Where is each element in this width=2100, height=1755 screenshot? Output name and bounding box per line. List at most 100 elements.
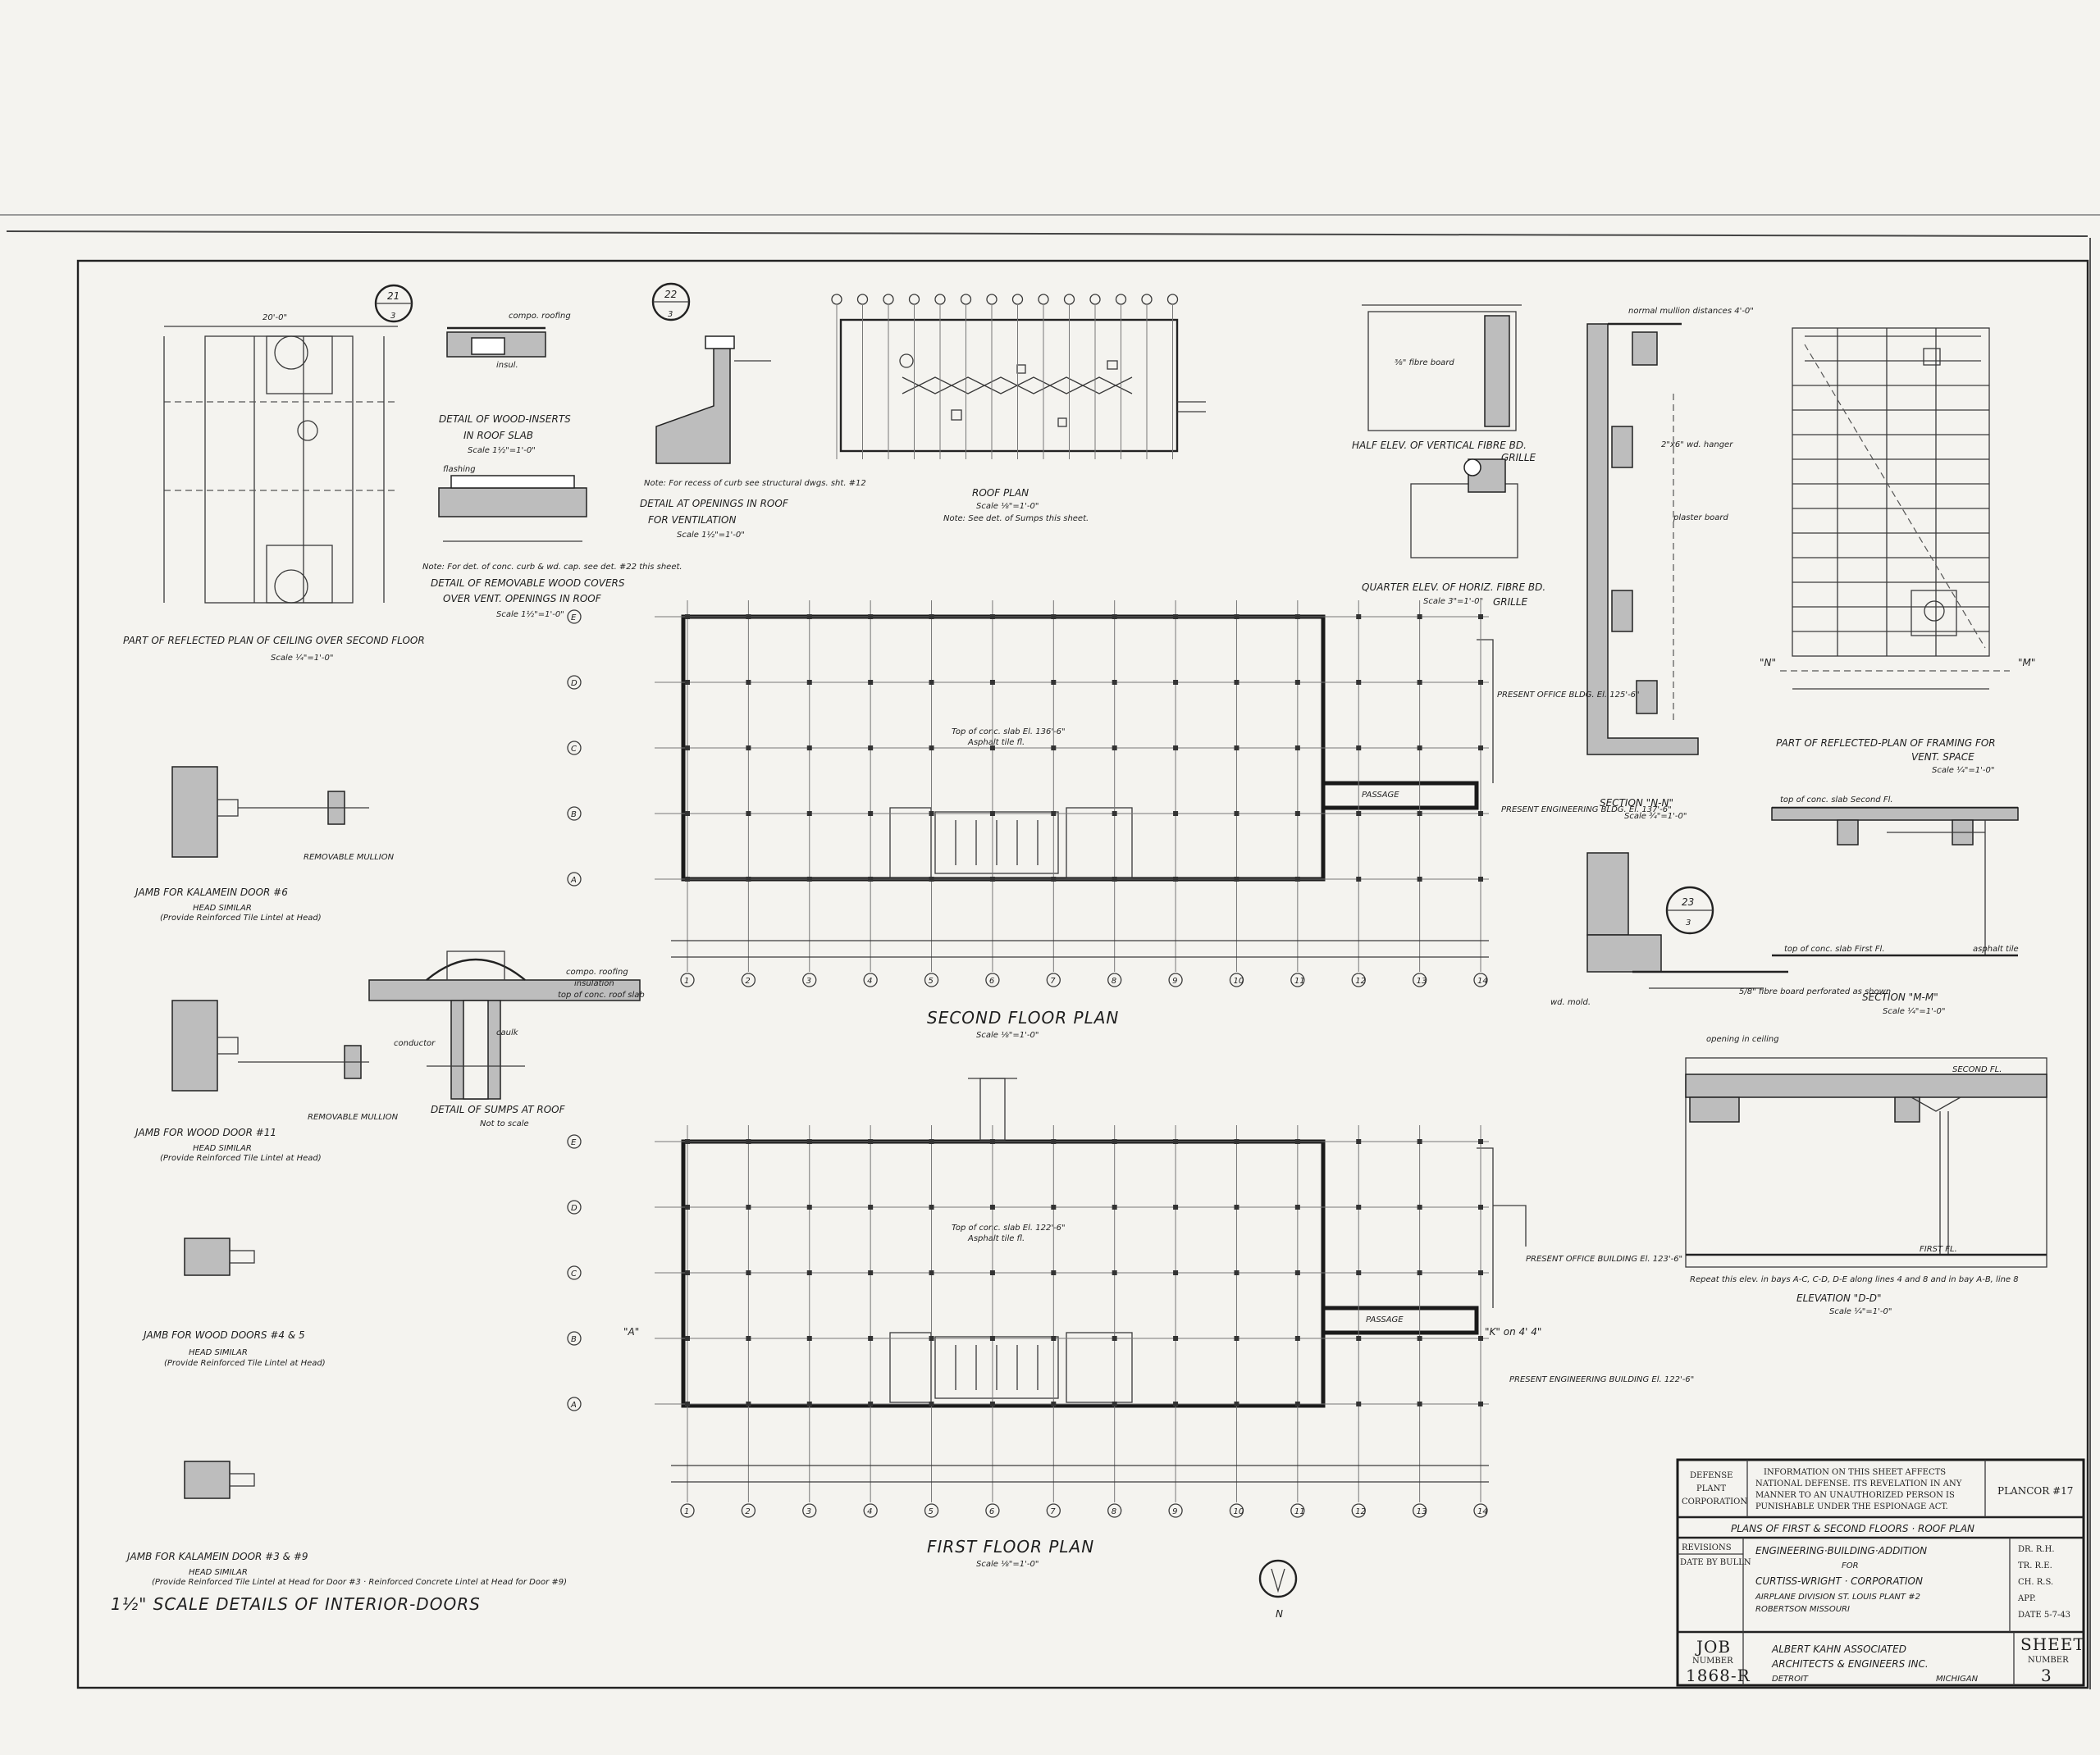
grid-bubble — [1473, 973, 1488, 987]
grid-label: 9 — [1172, 977, 1177, 986]
section-nn: normal mullion distances 4'-0" 2"x6" wd.… — [1586, 307, 1754, 821]
column-mark — [1173, 811, 1179, 816]
column-mark — [1478, 680, 1483, 685]
sheet-border — [0, 214, 2100, 1689]
svg-text:5/8" fibre board perforated as: 5/8" fibre board perforated as shown — [1739, 987, 1891, 996]
svg-text:Scale ¾"=1'-0": Scale ¾"=1'-0" — [1624, 812, 1687, 821]
grid-bubble — [1168, 973, 1183, 987]
detail-23: 23 3 opening in ceiling 5/8" fibre board… — [1550, 852, 1891, 1044]
north-arrow: N — [1258, 1559, 1298, 1620]
column-mark — [1173, 1402, 1179, 1406]
roof-plan: ROOF PLAN Scale ⅛"=1'-0" Note: See det. … — [839, 318, 1206, 523]
column-mark — [1478, 877, 1483, 882]
column-mark — [1417, 614, 1422, 619]
grid-bubble — [1412, 973, 1427, 987]
column-mark — [929, 680, 934, 685]
column-mark — [1294, 811, 1300, 816]
svg-text:JAMB FOR WOOD DOOR #11: JAMB FOR WOOD DOOR #11 — [134, 1127, 276, 1138]
svg-text:insul.: insul. — [496, 361, 518, 370]
svg-text:ROOF PLAN: ROOF PLAN — [972, 487, 1029, 499]
svg-text:ELEVATION "D-D": ELEVATION "D-D" — [1796, 1292, 1882, 1304]
grid-bubble — [680, 973, 695, 987]
column-mark — [806, 1205, 812, 1210]
svg-text:Scale ¼"=1'-0": Scale ¼"=1'-0" — [1829, 1306, 1892, 1316]
column-mark — [1294, 1270, 1300, 1275]
column-mark — [1356, 1270, 1362, 1275]
grid-label: 14 — [1477, 977, 1488, 986]
column-mark — [746, 614, 751, 619]
grid-bubble — [924, 1503, 939, 1518]
svg-text:(Provide Reinforced Tile Linte: (Provide Reinforced Tile Lintel at Head … — [152, 1578, 567, 1587]
column-mark — [929, 614, 934, 619]
column-mark — [1173, 1336, 1179, 1341]
svg-text:DETAIL AT OPENINGS IN ROOF: DETAIL AT OPENINGS IN ROOF — [640, 498, 789, 509]
svg-text:REVISIONS: REVISIONS — [1682, 1543, 1732, 1552]
grid-label: 2 — [745, 1507, 750, 1516]
svg-text:QUARTER ELEV. OF HORIZ. FIBRE: QUARTER ELEV. OF HORIZ. FIBRE BD. — [1362, 581, 1545, 593]
column-mark — [1417, 811, 1422, 816]
grid-bubble — [567, 1397, 582, 1411]
column-mark — [868, 1402, 874, 1406]
column-mark — [746, 745, 751, 750]
column-mark — [1112, 811, 1117, 816]
svg-text:Repeat this elev. in bays A-C,: Repeat this elev. in bays A-C, C-D, D-E … — [1690, 1275, 2019, 1284]
column-mark — [1478, 811, 1483, 816]
grid-bubble — [567, 1134, 582, 1149]
column-mark — [929, 1336, 934, 1341]
grid-bubble — [924, 973, 939, 987]
column-mark — [1478, 1205, 1483, 1210]
column-mark — [685, 1270, 690, 1275]
svg-text:Scale 1½"=1'-0": Scale 1½"=1'-0" — [677, 530, 745, 540]
column-mark — [1234, 1139, 1239, 1144]
column-mark — [1051, 811, 1057, 816]
svg-text:Top of conc. slab El. 136'-6": Top of conc. slab El. 136'-6" — [952, 727, 1066, 736]
grid-label: 11 — [1294, 1507, 1305, 1516]
grid-label: 12 — [1355, 977, 1366, 986]
svg-text:(Provide Reinforced Tile Linte: (Provide Reinforced Tile Lintel at Head) — [160, 1154, 322, 1163]
svg-text:DETROIT: DETROIT — [1772, 1675, 1809, 1684]
svg-text:22: 22 — [664, 289, 677, 300]
column-mark — [1356, 1336, 1362, 1341]
svg-text:"M": "M" — [2018, 657, 2035, 668]
grid-label: 8 — [1112, 977, 1116, 986]
svg-text:DATE 5-7-43: DATE 5-7-43 — [2018, 1611, 2070, 1620]
svg-text:REMOVABLE MULLION: REMOVABLE MULLION — [304, 853, 395, 862]
svg-text:MICHIGAN: MICHIGAN — [1936, 1675, 1979, 1684]
column-mark — [746, 811, 751, 816]
column-mark — [1051, 1205, 1057, 1210]
fibre-grille-elevations: ⅜" fibre board HALF ELEV. OF VERTICAL FI… — [1352, 304, 1545, 608]
grid-label: 6 — [989, 977, 994, 986]
svg-text:compo. roofing: compo. roofing — [509, 312, 571, 321]
svg-text:3: 3 — [668, 310, 673, 319]
column-mark — [1234, 745, 1239, 750]
column-mark — [1234, 1336, 1239, 1341]
svg-text:3: 3 — [1686, 919, 1691, 928]
removable-covers-detail: flashing Note: For det. of conc. curb & … — [422, 465, 682, 619]
column-mark — [1173, 1270, 1179, 1275]
svg-text:DETAIL OF WOOD-INSERTS: DETAIL OF WOOD-INSERTS — [439, 413, 571, 425]
column-mark — [1417, 680, 1422, 685]
column-mark — [1478, 1270, 1483, 1275]
column-mark — [868, 1270, 874, 1275]
svg-text:PRESENT OFFICE BUILDING El. 12: PRESENT OFFICE BUILDING El. 123'-6" — [1526, 1255, 1682, 1264]
svg-text:GRILLE: GRILLE — [1501, 452, 1536, 463]
column-mark — [1234, 614, 1239, 619]
svg-text:SECOND FLOOR PLAN: SECOND FLOOR PLAN — [927, 1008, 1119, 1028]
column-mark — [868, 811, 874, 816]
roof-grid-bubble — [986, 294, 998, 305]
column-mark — [806, 614, 812, 619]
svg-text:PRESENT OFFICE BLDG. El. 125'-: PRESENT OFFICE BLDG. El. 125'-6" — [1497, 691, 1640, 700]
column-mark — [746, 680, 751, 685]
svg-text:top of conc. roof slab: top of conc. roof slab — [558, 991, 645, 1000]
svg-text:INFORMATION ON THIS SHEET AFFE: INFORMATION ON THIS SHEET AFFECTS — [1764, 1468, 1946, 1477]
svg-text:SECOND FL.: SECOND FL. — [1952, 1065, 2002, 1074]
svg-text:DETAIL OF REMOVABLE WOOD COVER: DETAIL OF REMOVABLE WOOD COVERS — [431, 577, 625, 589]
grid-label: B — [571, 1335, 577, 1344]
column-mark — [868, 1336, 874, 1341]
grid-bubble — [680, 1503, 695, 1518]
svg-text:Not to scale: Not to scale — [480, 1119, 529, 1128]
column-mark — [1417, 745, 1422, 750]
svg-text:"A": "A" — [623, 1326, 639, 1338]
column-mark — [685, 614, 690, 619]
grid-bubble — [1107, 973, 1122, 987]
